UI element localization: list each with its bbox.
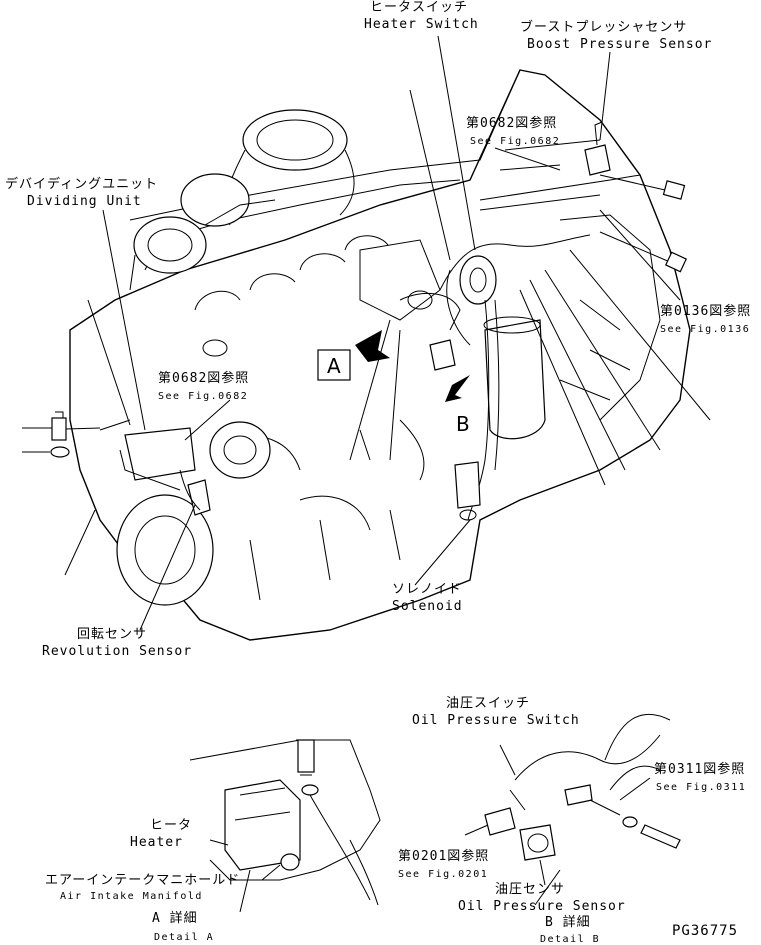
label-boost-sensor-en: Boost Pressure Sensor (527, 37, 712, 52)
ref-0201-en: See Fig.0201 (398, 869, 488, 880)
callout-solenoid: ソレノイド Solenoid (392, 582, 463, 614)
label-air-intake-jp: エアーインテークマニホールド (45, 873, 240, 888)
label-oil-switch-en: Oil Pressure Switch (412, 713, 580, 728)
label-heater-en: Heater (130, 835, 183, 850)
ref-0201-jp: 第0201図参照 (398, 848, 489, 864)
callout-ref-0682-top: 第0682図参照 See Fig.0682 (466, 115, 560, 147)
label-dividing-unit-en: Dividing Unit (27, 194, 142, 209)
label-revolution-sensor-jp: 回転センサ (77, 627, 147, 642)
callout-ref-0136: 第0136図参照 See Fig.0136 (660, 303, 751, 335)
detail-a-jp: A 詳細 (152, 910, 198, 926)
arrow-b-icon (445, 375, 470, 402)
ref-0682-top-jp: 第0682図参照 (466, 115, 557, 131)
callout-heater: ヒータ Heater (130, 818, 192, 850)
detail-a-en: Detail A (154, 932, 214, 943)
label-dividing-unit-jp: デバイディングユニット (5, 176, 158, 192)
label-heater-jp: ヒータ (150, 818, 192, 833)
leader-lines (22, 35, 711, 631)
label-heater-switch-jp: ヒータスイッチ (370, 0, 468, 15)
ref-0682-left-en: See Fig.0682 (158, 391, 248, 402)
callout-oil-sensor: 油圧センサ Oil Pressure Sensor (458, 882, 626, 914)
marker-b: B (456, 412, 470, 436)
label-oil-sensor-en: Oil Pressure Sensor (458, 899, 626, 914)
label-solenoid-jp: ソレノイド (392, 582, 462, 597)
ref-0682-top-en: See Fig.0682 (470, 136, 560, 147)
callout-boost-sensor: ブーストプレッシャセンサ Boost Pressure Sensor (520, 19, 712, 52)
label-oil-sensor-jp: 油圧センサ (495, 882, 565, 897)
marker-a-box (317, 349, 351, 381)
caption-detail-a: A 詳細 Detail A (152, 910, 214, 943)
label-boost-sensor-jp: ブーストプレッシャセンサ (520, 19, 687, 35)
detail-b-illustration (464, 713, 681, 906)
ref-0136-jp: 第0136図参照 (660, 303, 751, 319)
engine-illustration (50, 69, 691, 641)
drawing-code: PG36775 (672, 923, 738, 939)
caption-detail-b: B 詳細 Detail B (540, 914, 600, 945)
detail-b-jp: B 詳細 (545, 914, 591, 930)
callout-air-intake: エアーインテークマニホールド Air Intake Manifold (45, 873, 240, 902)
callout-oil-switch: 油圧スイッチ Oil Pressure Switch (412, 696, 580, 728)
ref-0136-en: See Fig.0136 (660, 324, 750, 335)
callout-ref-0311: 第0311図参照 See Fig.0311 (654, 761, 746, 793)
callout-ref-0201: 第0201図参照 See Fig.0201 (398, 848, 489, 880)
callout-dividing-unit: デバイディングユニット Dividing Unit (5, 176, 158, 209)
marker-a: A (327, 354, 341, 378)
ref-0311-jp: 第0311図参照 (654, 761, 745, 777)
detail-a-illustration (189, 739, 381, 913)
label-solenoid-en: Solenoid (392, 599, 463, 614)
label-oil-switch-jp: 油圧スイッチ (446, 696, 530, 711)
label-revolution-sensor-en: Revolution Sensor (42, 644, 192, 659)
callout-revolution-sensor: 回転センサ Revolution Sensor (42, 627, 192, 659)
label-heater-switch-en: Heater Switch (364, 17, 479, 32)
ref-0311-en: See Fig.0311 (656, 782, 746, 793)
arrow-a-icon (355, 330, 390, 362)
callout-heater-switch: ヒータスイッチ Heater Switch (364, 0, 479, 32)
label-air-intake-en: Air Intake Manifold (60, 891, 203, 902)
detail-b-en: Detail B (540, 934, 600, 945)
ref-0682-left-jp: 第0682図参照 (158, 370, 249, 386)
callout-ref-0682-left: 第0682図参照 See Fig.0682 (158, 370, 249, 402)
